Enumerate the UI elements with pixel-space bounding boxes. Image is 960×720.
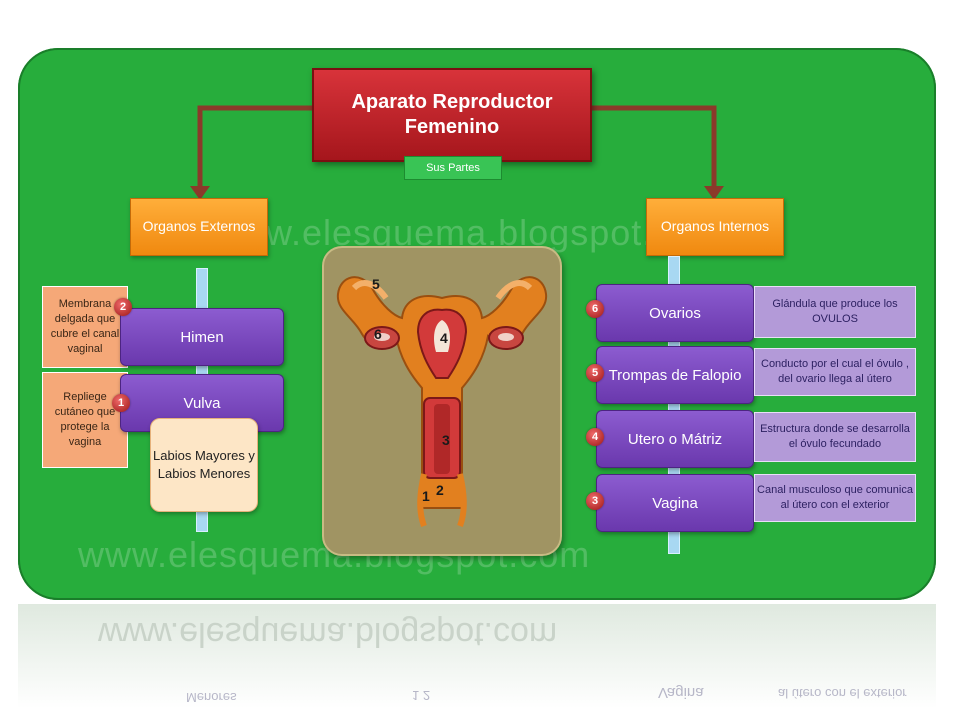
part-number-4: 4 <box>440 330 448 346</box>
organ-himen: Himen <box>120 308 284 366</box>
part-number-2: 2 <box>436 482 444 498</box>
organ-utero: Utero o Mátriz <box>596 410 754 468</box>
header-internal: Organos Internos <box>646 198 784 256</box>
labios-box: Labios Mayores y Labios Menores <box>150 418 258 512</box>
organ-trompas: Trompas de Falopio <box>596 346 754 404</box>
desc-trompas: Conducto por el cual el óvulo , del ovar… <box>754 348 916 396</box>
desc-ovarios: Glándula que produce los OVULOS <box>754 286 916 338</box>
badge-himen: 2 <box>114 298 132 316</box>
desc-vagina: Canal musculoso que comunica al útero co… <box>754 474 916 522</box>
badge-utero: 4 <box>586 428 604 446</box>
board-reflection: www.elesquema.blogspot.com Menores 1 2 V… <box>18 604 936 720</box>
organ-vagina: Vagina <box>596 474 754 532</box>
note-himen: Membrana delgada que cubre el canal vagi… <box>42 286 128 368</box>
part-number-1: 1 <box>422 488 430 504</box>
uterus-illustration <box>336 276 548 528</box>
note-vulva: Repliege cutáneo que protege la vagina <box>42 372 128 468</box>
part-number-6: 6 <box>374 326 382 342</box>
anatomy-panel: 5 6 4 3 2 1 <box>322 246 562 556</box>
page-title: Aparato Reproductor Femenino <box>312 68 592 162</box>
badge-ovarios: 6 <box>586 300 604 318</box>
part-number-3: 3 <box>442 432 450 448</box>
desc-utero: Estructura donde se desarrolla el óvulo … <box>754 412 916 462</box>
part-number-5: 5 <box>372 276 380 292</box>
badge-vagina: 3 <box>586 492 604 510</box>
badge-vulva: 1 <box>112 394 130 412</box>
badge-trompas: 5 <box>586 364 604 382</box>
header-external: Organos Externos <box>130 198 268 256</box>
subtitle-tag: Sus Partes <box>404 156 502 180</box>
organ-ovarios: Ovarios <box>596 284 754 342</box>
